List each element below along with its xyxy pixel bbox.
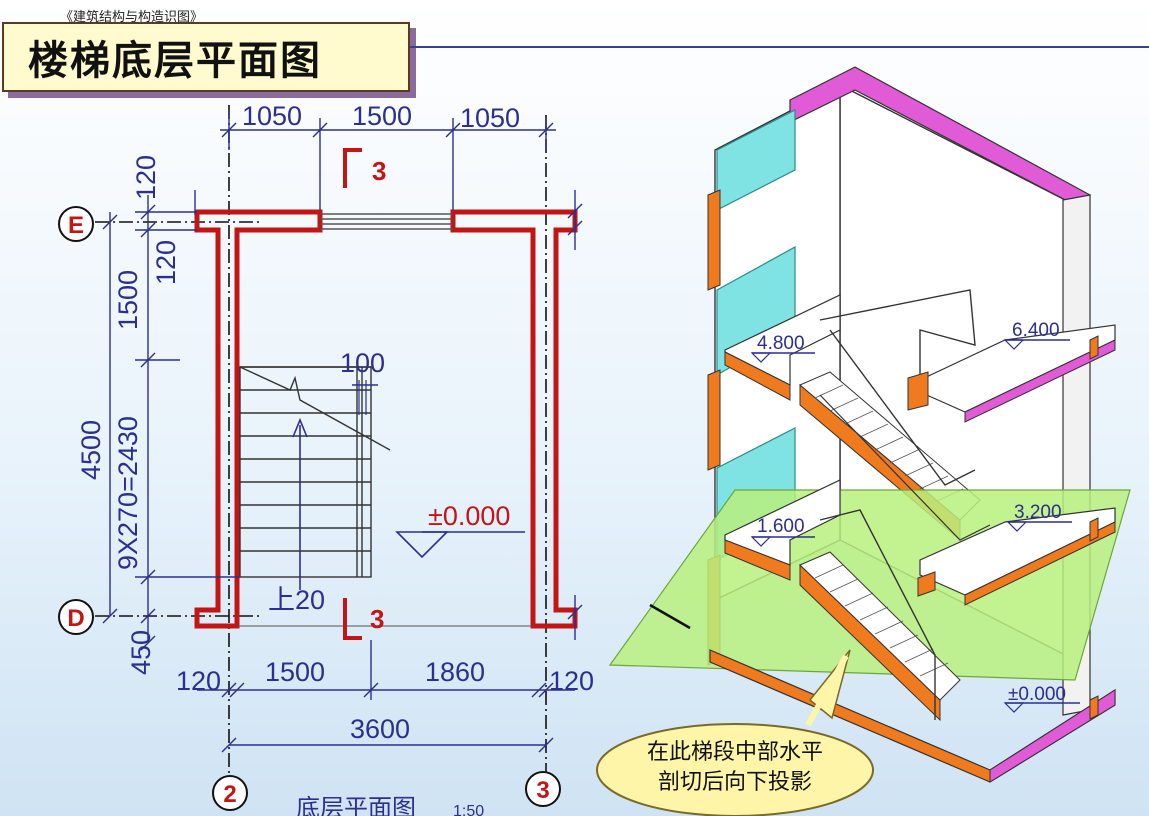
cut-line: [649, 603, 691, 630]
svg-text:±0.000: ±0.000: [1008, 684, 1066, 705]
bottom-dim-1860: 1860: [425, 657, 485, 687]
landing-3200-edge: [964, 521, 1116, 606]
level-1600: 1.600: [750, 516, 815, 547]
flight-steps: [799, 551, 961, 701]
level-6400: 6.400: [1003, 320, 1070, 350]
landing-1600-edge: [724, 539, 791, 581]
top-dim-2: 1500: [352, 101, 412, 131]
bottom-dim-120b: 120: [549, 666, 594, 696]
beam-end: [1089, 335, 1099, 360]
bottom-dim-1500: 1500: [265, 657, 325, 687]
handrail: [829, 329, 976, 486]
left-dim-stair: 9X270=2430: [113, 416, 143, 570]
flight-upper-outline: [819, 394, 991, 541]
course-caption: 《建筑结构与构造识图》: [60, 10, 204, 25]
step-lines: [814, 564, 949, 677]
level-0000: ±0.000: [1003, 684, 1080, 713]
svg-text:E: E: [68, 212, 84, 239]
handrail: [819, 509, 936, 720]
left-dim-450: 450: [126, 630, 156, 675]
level-3200: 3.200: [1006, 502, 1072, 532]
svg-text:4.800: 4.800: [757, 333, 805, 354]
beam-end: [1089, 517, 1099, 542]
axis-bubble-3: 3: [525, 771, 561, 807]
left-dimension: [102, 195, 240, 651]
callout-text: 在此梯段中部水平 剖切后向下投影: [600, 738, 870, 798]
landing-6400-edge: [964, 339, 1116, 423]
glass-panel: [716, 109, 796, 211]
callout-line-1: 在此梯段中部水平: [646, 740, 823, 765]
drawing-caption: 底层平面图: [296, 794, 416, 816]
svg-text:D: D: [67, 605, 84, 632]
left-dim-1500: 1500: [113, 270, 143, 330]
up-label: 上20: [268, 585, 325, 615]
stair-plan: 上20 100 ±0.000 3 3 1050 1500 1050: [58, 101, 594, 816]
svg-text:3.200: 3.200: [1014, 502, 1062, 523]
top-dim-1: 1050: [242, 101, 302, 131]
svg-text:1.600: 1.600: [757, 516, 805, 537]
svg-text:3: 3: [536, 777, 549, 804]
level-4800: 4.800: [750, 333, 815, 363]
ground-slab-side: [989, 689, 1116, 783]
section-mark-bottom-label: 3: [370, 604, 384, 634]
top-dimension: [220, 110, 556, 210]
axis-bubble-D: D: [58, 599, 94, 635]
section-mark-bottom: [343, 598, 362, 640]
left-dim-120b: 120: [151, 240, 181, 285]
wall-sections: [194, 209, 578, 629]
landing-3200-beam: [917, 571, 936, 597]
callout-line-2: 剖切后向下投影: [657, 770, 812, 795]
callout-pointer-joint: [805, 654, 849, 727]
callout-bubble: [596, 723, 874, 816]
overall-width: 3600: [350, 714, 410, 744]
stair-3d-model: 4.800 6.400 1.600 3.200 ±0.000: [596, 66, 1131, 816]
level-marker: [395, 531, 449, 559]
axis-bubble-2: 2: [212, 775, 248, 811]
drawing-scale: 1:50: [453, 803, 484, 816]
stair-treads: [239, 366, 391, 578]
axis-lines: [95, 105, 547, 780]
title-rule: [410, 46, 1149, 48]
wall-strip: [707, 189, 721, 291]
section-mark-top-label: 3: [372, 156, 386, 186]
top-dim-3: 1050: [460, 103, 520, 133]
bottom-dimension: [197, 640, 575, 753]
landing-4800-edge: [724, 351, 791, 401]
section-mark-top: [343, 148, 362, 188]
left-dim-4500: 4500: [76, 420, 106, 480]
window: [320, 213, 453, 230]
landing-6400-beam: [907, 371, 929, 411]
page-title: 楼梯底层平面图: [28, 38, 322, 84]
right-dimension: [194, 190, 583, 640]
title-box: 楼梯底层平面图: [2, 22, 410, 92]
tread-width-label: 100: [340, 348, 385, 378]
bottom-dim-120a: 120: [176, 666, 221, 696]
floor-level-label: ±0.000: [428, 501, 510, 531]
beam-end: [1089, 695, 1099, 720]
axis-bubble-E: E: [58, 206, 94, 242]
wall-strip: [707, 369, 721, 471]
left-dim-120a: 120: [131, 155, 161, 200]
svg-text:2: 2: [223, 781, 236, 808]
handrail: [819, 289, 976, 400]
svg-text:6.400: 6.400: [1012, 320, 1060, 341]
up-arrow-head: [292, 417, 308, 438]
